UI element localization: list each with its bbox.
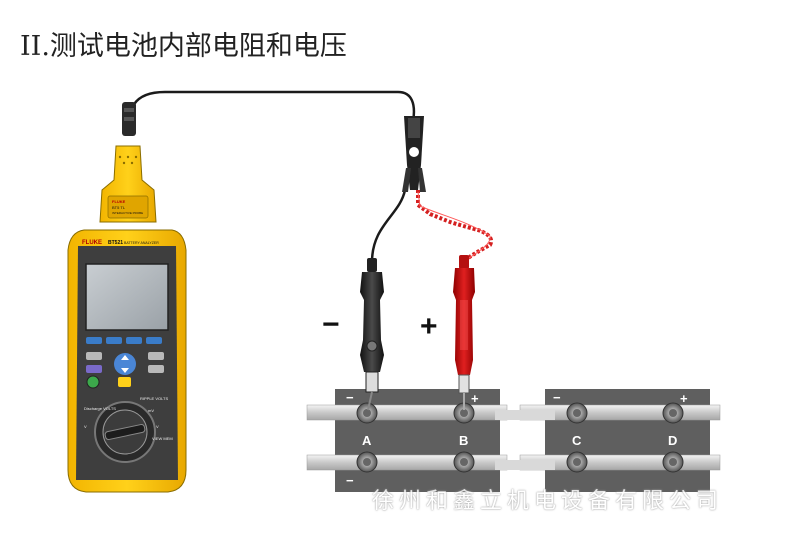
black-lead-cable xyxy=(370,189,407,263)
probe-brand: FLUKE xyxy=(112,199,126,204)
nav-pad xyxy=(114,353,136,375)
title-text: 测试电池内部电阻和电压 xyxy=(49,31,347,62)
left-button-1 xyxy=(86,352,102,360)
dial-label-discharge: Discharge VOLTS xyxy=(84,406,116,411)
page-title: II.测试电池内部电阻和电压 xyxy=(20,24,347,63)
red-coiled-cable xyxy=(416,190,494,260)
function-key-4 xyxy=(146,337,162,344)
dial-label-mv: mV xyxy=(148,408,154,413)
dial-label-v-left: V xyxy=(84,424,87,429)
meter-screen xyxy=(85,263,169,331)
nav-down-arrow-icon xyxy=(121,368,129,373)
positive-polarity-label: + xyxy=(420,310,438,343)
battery-label-d: D xyxy=(668,433,677,448)
battery-a-bottom-sign: − xyxy=(346,473,354,488)
function-key-3 xyxy=(126,337,142,344)
battery-c-top-sign: − xyxy=(553,390,561,405)
meter-subtitle: BATTERY ANALYZER xyxy=(124,241,159,245)
dial-label-ripple: RIPPLE VOLTS xyxy=(140,396,168,401)
function-key-2 xyxy=(106,337,122,344)
battery-label-c: C xyxy=(572,433,582,448)
function-key-1 xyxy=(86,337,102,344)
hold-button xyxy=(118,377,131,387)
dial-label-v-right: V xyxy=(156,424,159,429)
battery-b-top-sign: + xyxy=(471,391,479,406)
black-probe xyxy=(360,258,384,411)
negative-polarity-label: − xyxy=(322,308,340,341)
interactive-probe-connector: FLUKE BT5 TL INTERACTIVE PROBE xyxy=(99,102,157,223)
battery-d-top-sign: + xyxy=(680,391,688,406)
red-probe xyxy=(453,255,475,410)
right-button-1 xyxy=(148,352,164,360)
meter-model: BT521 xyxy=(108,240,123,246)
probe-splitter xyxy=(402,116,426,192)
title-roman-numeral: II. xyxy=(20,31,50,62)
battery-label-b: B xyxy=(459,433,468,448)
watermark: 徐州和鑫立机电设备有限公司 xyxy=(372,489,724,514)
probe-model: BT5 TL xyxy=(112,205,126,210)
dial-label-view-mem: VIEW MEM xyxy=(152,436,173,441)
power-button xyxy=(86,375,100,389)
right-button-2 xyxy=(148,365,164,373)
left-button-2 xyxy=(86,365,102,373)
meter-brand: FLUKE xyxy=(82,240,102,246)
rotary-dial-pointer xyxy=(104,423,146,441)
nav-up-arrow-icon xyxy=(121,355,129,360)
battery-a-top-sign: − xyxy=(346,390,354,405)
terminal-posts xyxy=(356,402,684,473)
main-cable xyxy=(126,90,416,136)
probe-subtitle: INTERACTIVE PROBE xyxy=(112,211,143,215)
battery-label-a: A xyxy=(362,433,372,448)
battery-analyzer: FLUKE BT521 BATTERY ANALYZER Discharge V… xyxy=(67,229,187,493)
